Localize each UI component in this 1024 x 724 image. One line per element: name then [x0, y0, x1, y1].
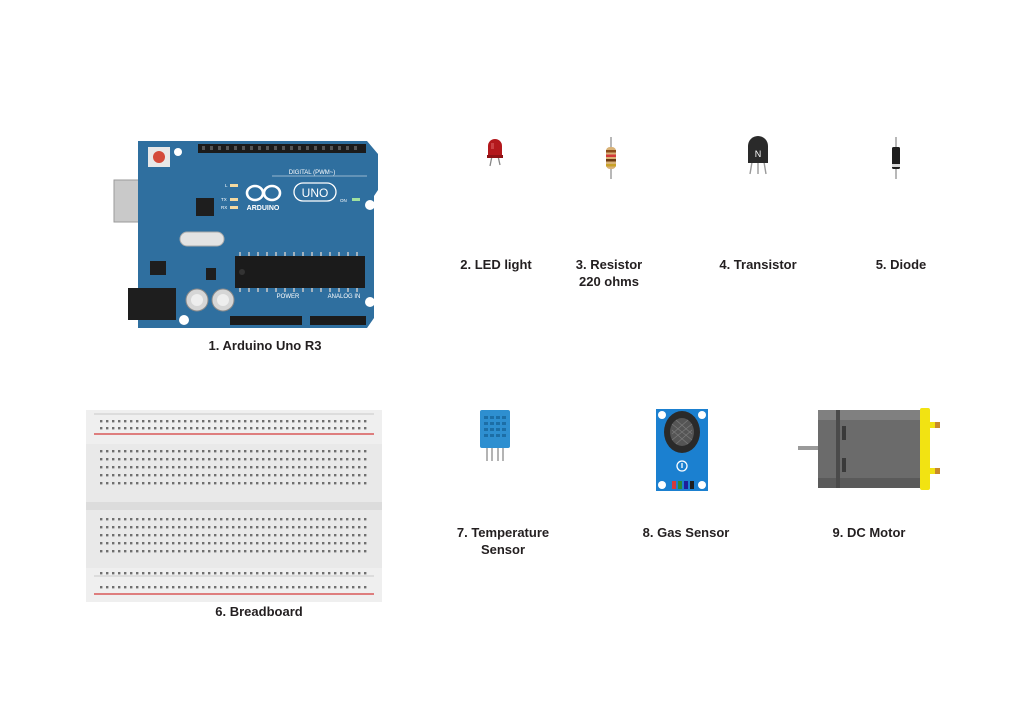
dc-motor-figure: [796, 406, 946, 492]
rx-led-label: RX: [221, 205, 227, 210]
led-label: 2. LED light: [460, 257, 532, 272]
breadboard-label: 6. Breadboard: [215, 604, 303, 619]
tx-led-label: TX: [221, 197, 227, 202]
arduino-brand-text: ARDUINO: [247, 205, 280, 212]
resistor-figure: [603, 137, 619, 179]
arduino-label: 1. Arduino Uno R3: [208, 338, 322, 353]
gas-sensor-figure: [655, 408, 709, 492]
transistor-label: 4. Transistor: [719, 257, 797, 272]
transistor-figure: N: [745, 136, 771, 176]
power-header-label: POWER: [277, 294, 300, 300]
gas-sensor-label: 8. Gas Sensor: [642, 525, 730, 540]
analog-header-label: ANALOG IN: [328, 294, 361, 300]
breadboard-figure: [86, 410, 382, 602]
on-led-label: ON: [340, 198, 347, 203]
l-led-label: L: [225, 183, 228, 188]
diode-label: 5. Diode: [875, 257, 927, 272]
led-figure: [484, 138, 506, 168]
arduino-uno-figure: DIGITAL (PWM~) ARDUINO UNO L TX RX ON: [112, 138, 382, 333]
temperature-sensor-label: 7. Temperature Sensor: [456, 525, 550, 557]
resistor-label: 3. Resistor 220 ohms: [575, 257, 643, 289]
temperature-sensor-figure: [478, 408, 512, 462]
diode-figure: [890, 137, 902, 179]
uno-model-text: UNO: [302, 186, 329, 200]
digital-pwm-label: DIGITAL (PWM~): [289, 170, 336, 176]
transistor-type-text: N: [755, 149, 762, 159]
dc-motor-label: 9. DC Motor: [832, 525, 906, 540]
